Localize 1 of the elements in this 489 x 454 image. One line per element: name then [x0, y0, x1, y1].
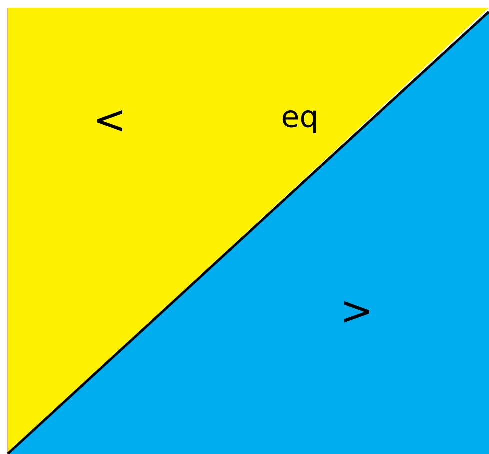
- line-label: eq: [282, 110, 316, 134]
